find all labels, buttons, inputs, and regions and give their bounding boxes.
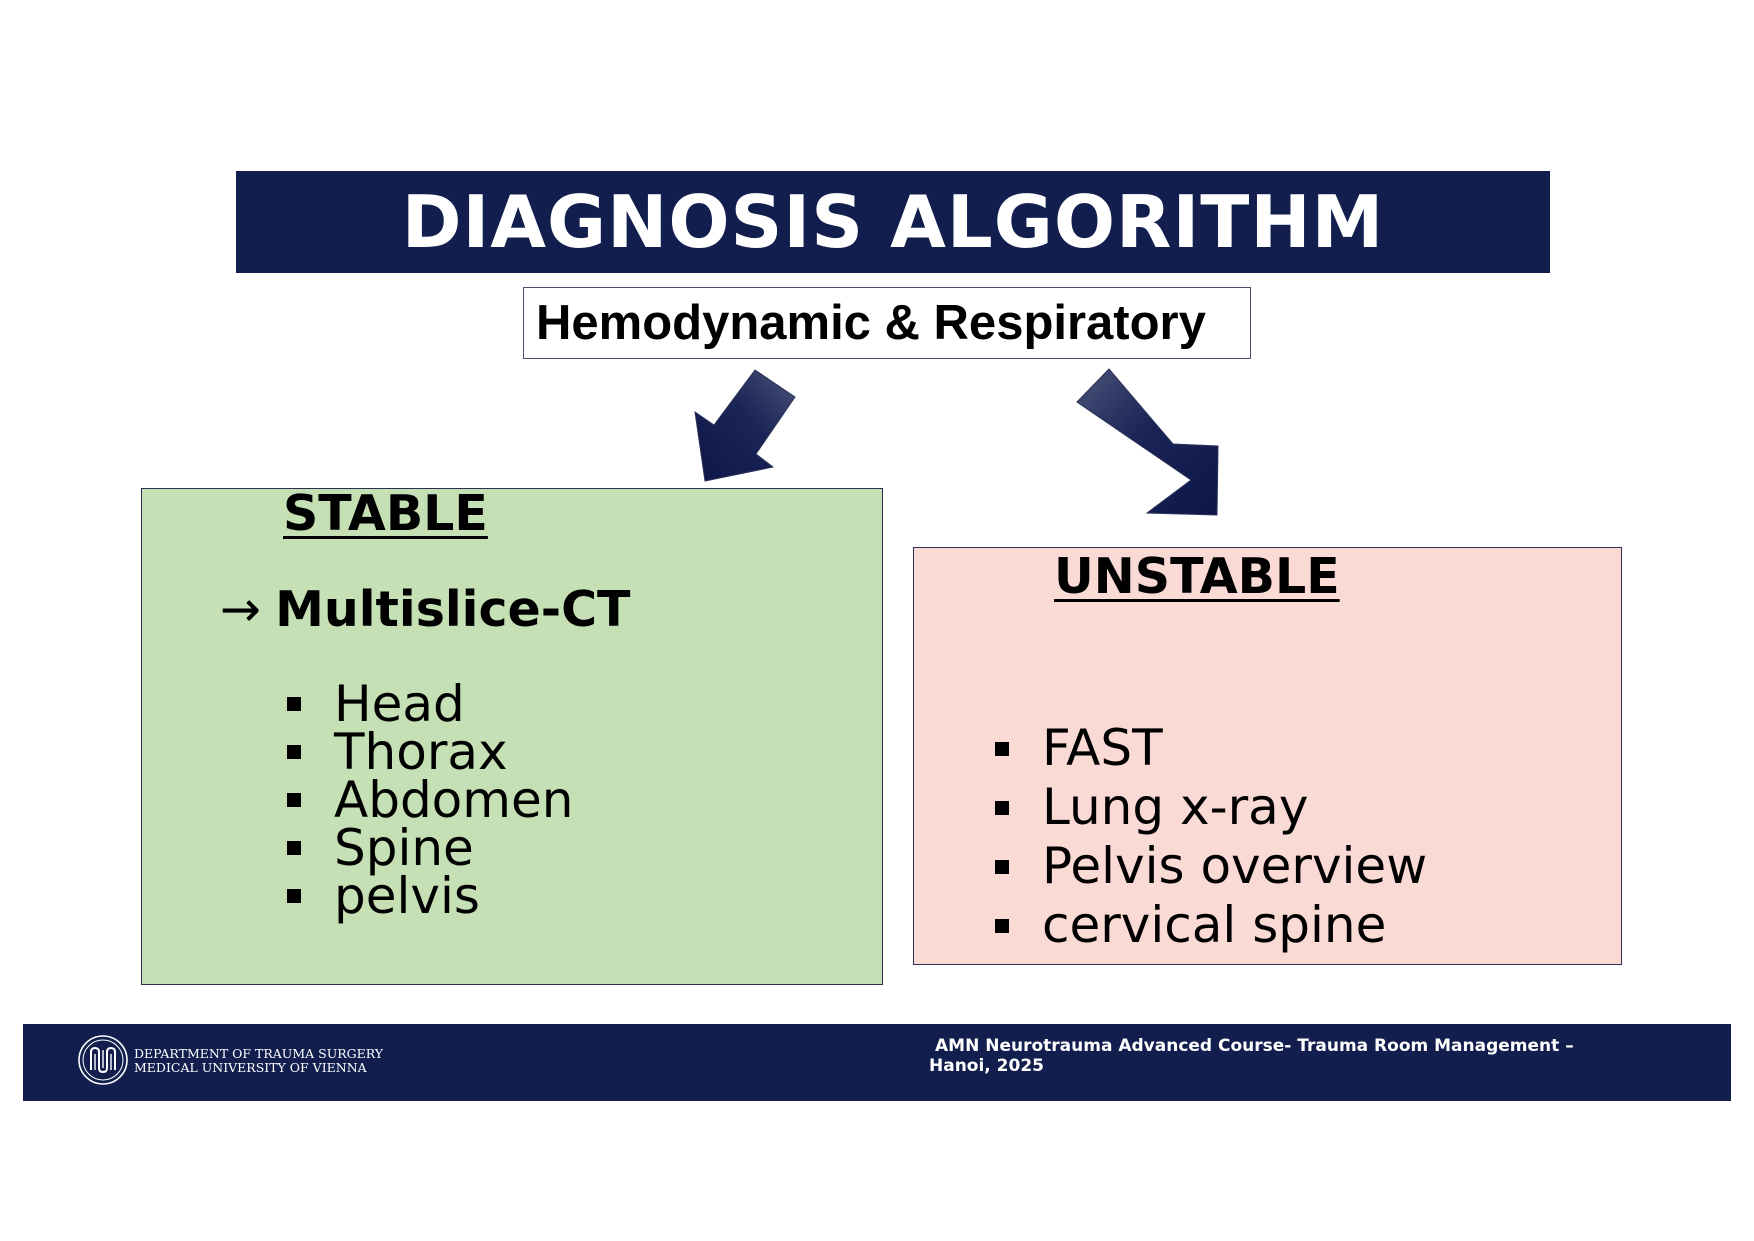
square-bullet-icon	[995, 801, 1009, 815]
subtitle-box: Hemodynamic & Respiratory	[523, 287, 1251, 359]
square-bullet-icon	[995, 742, 1009, 756]
department-name: DEPARTMENT OF TRAUMA SURGERY MEDICAL UNI…	[134, 1046, 384, 1075]
slide-title: DIAGNOSIS ALGORITHM	[401, 180, 1385, 264]
footer-bar: DEPARTMENT OF TRAUMA SURGERY MEDICAL UNI…	[23, 1024, 1731, 1101]
stable-list: Head Thorax Abdomen Spine pelvis	[287, 679, 573, 921]
arrow-to-unstable-icon	[1076, 368, 1219, 516]
subtitle-text: Hemodynamic & Respiratory	[536, 295, 1206, 350]
list-item: Head	[287, 679, 573, 729]
arrow-to-stable-icon	[694, 369, 796, 482]
square-bullet-icon	[287, 889, 301, 903]
list-item: pelvis	[287, 871, 573, 921]
modality-text: Multislice-CT	[275, 581, 631, 638]
title-bar: DIAGNOSIS ALGORITHM	[236, 171, 1550, 273]
course-info: AMN Neurotrauma Advanced Course- Trauma …	[929, 1036, 1574, 1076]
list-item: Lung x-ray	[995, 782, 1427, 841]
square-bullet-icon	[287, 745, 301, 759]
list-item: Spine	[287, 823, 573, 873]
square-bullet-icon	[287, 841, 301, 855]
unstable-heading: UNSTABLE	[1054, 548, 1340, 605]
unstable-box: UNSTABLE FAST Lung x-ray Pelvis overview…	[913, 547, 1622, 965]
list-item: Thorax	[287, 727, 573, 777]
square-bullet-icon	[995, 860, 1009, 874]
unstable-list: FAST Lung x-ray Pelvis overview cervical…	[995, 723, 1427, 959]
square-bullet-icon	[287, 793, 301, 807]
square-bullet-icon	[287, 697, 301, 711]
list-item: Abdomen	[287, 775, 573, 825]
modality-line: →Multislice-CT	[220, 585, 630, 634]
right-arrow-icon: →	[220, 581, 262, 638]
university-seal-icon	[78, 1035, 128, 1085]
stable-heading: STABLE	[283, 485, 488, 542]
list-item: cervical spine	[995, 900, 1427, 959]
list-item: Pelvis overview	[995, 841, 1427, 900]
square-bullet-icon	[995, 919, 1009, 933]
stable-box: STABLE →Multislice-CT Head Thorax Abdome…	[141, 488, 883, 985]
list-item: FAST	[995, 723, 1427, 782]
